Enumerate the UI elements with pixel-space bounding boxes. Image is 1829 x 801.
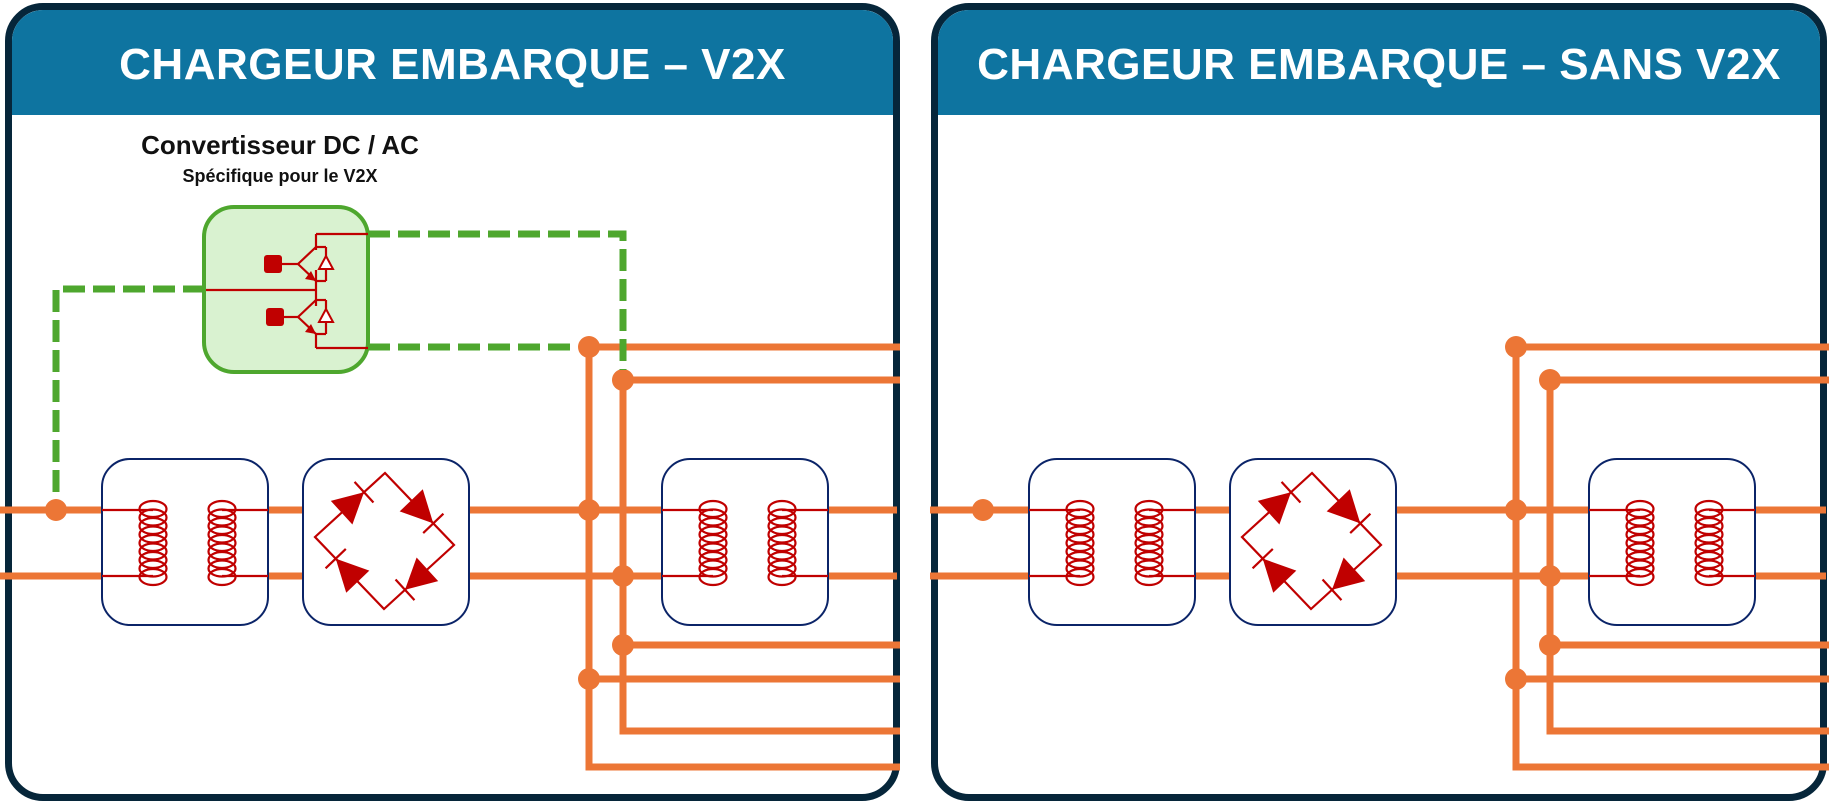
junction-dot — [1539, 565, 1561, 587]
diode-cathode-bar — [1349, 512, 1372, 534]
igbt-emitter-arrow — [305, 324, 316, 334]
bus-line — [585, 347, 900, 771]
converter-subtitle: Spécifique pour le V2X — [182, 166, 378, 186]
transformer-box — [1588, 458, 1756, 626]
diode-triangle — [405, 557, 439, 590]
junction-dot — [1505, 668, 1527, 690]
junction-dot — [1505, 336, 1527, 358]
transformer-icon — [1588, 458, 1756, 626]
igbt-emitter-arrow — [305, 271, 316, 281]
igbt-gate — [264, 255, 282, 273]
secondary-coil-loop — [767, 567, 797, 587]
primary-coil-loop — [1625, 559, 1655, 578]
diode-cathode-bar — [1251, 548, 1274, 570]
diode-triangle — [1257, 492, 1291, 525]
bus-line — [1512, 347, 1829, 771]
igbt-gate — [266, 308, 284, 326]
bridge-box — [1229, 458, 1397, 626]
junction-dot — [45, 499, 67, 521]
bridge-box — [302, 458, 470, 626]
secondary-coil-loop — [1694, 559, 1724, 578]
transformer-box — [1028, 458, 1196, 626]
circuit-with-v2x — [0, 205, 900, 771]
bus-line — [619, 380, 900, 735]
primary-coil-loop — [138, 559, 168, 578]
junction-dot — [1539, 369, 1561, 391]
diode-bridge-icon — [1229, 458, 1397, 626]
panel-without-v2x: CHARGEUR EMBARQUE – SANS V2X — [931, 3, 1827, 801]
junction-dot — [612, 369, 634, 391]
secondary-coil-loop — [1134, 559, 1164, 578]
bus-line — [1546, 380, 1829, 735]
junction-dot — [612, 634, 634, 656]
freewheel-diode — [317, 253, 335, 270]
primary-coil-loop — [1065, 567, 1095, 587]
junction-dot — [578, 336, 600, 358]
panel-with-v2x: CHARGEUR EMBARQUE – V2X — [5, 3, 900, 801]
circuit-without-v2x — [930, 336, 1829, 771]
transformer-icon — [1028, 458, 1196, 626]
diode-bridge-icon — [302, 458, 470, 626]
diode-triangle — [1332, 557, 1366, 590]
primary-coil-loop — [1625, 567, 1655, 587]
diode-triangle — [330, 492, 364, 525]
secondary-coil-loop — [1694, 567, 1724, 587]
diode-cathode-bar — [1280, 481, 1302, 504]
secondary-coil-loop — [767, 559, 797, 578]
transformer-box — [101, 458, 269, 626]
junction-dot — [1505, 499, 1527, 521]
igbt-inverter-icon — [202, 205, 370, 374]
igbt-collector — [297, 299, 317, 318]
primary-coil-loop — [698, 559, 728, 578]
junction-dot — [612, 565, 634, 587]
junction-dot — [578, 499, 600, 521]
diode-triangle — [399, 489, 434, 524]
diode-cathode-bar — [422, 512, 445, 534]
diode-triangle — [335, 558, 370, 593]
diode-cathode-bar — [324, 548, 347, 570]
freewheel-diode — [317, 306, 335, 323]
secondary-coil-loop — [207, 567, 237, 587]
panel-title: CHARGEUR EMBARQUE – V2X — [12, 10, 893, 115]
converter-title: Convertisseur DC / AC — [141, 130, 419, 160]
secondary-coil-loop — [207, 559, 237, 578]
igbt-collector — [297, 246, 317, 265]
diode-cathode-bar — [353, 481, 375, 504]
v2x-link-dashed — [368, 230, 627, 370]
primary-coil-loop — [1065, 559, 1095, 578]
transformer-icon — [661, 458, 829, 626]
transformer-box — [661, 458, 829, 626]
panel-title: CHARGEUR EMBARQUE – SANS V2X — [938, 10, 1820, 115]
diode-cathode-bar — [394, 578, 416, 601]
junction-dot — [1539, 634, 1561, 656]
junction-dot — [972, 499, 994, 521]
junction-dot — [578, 668, 600, 690]
diode-cathode-bar — [1321, 578, 1343, 601]
transformer-icon — [101, 458, 269, 626]
primary-coil-loop — [138, 567, 168, 587]
v2x-link-dashed — [52, 285, 205, 498]
secondary-coil-loop — [1134, 567, 1164, 587]
diode-triangle — [1326, 489, 1361, 524]
diode-triangle — [1262, 558, 1297, 593]
primary-coil-loop — [698, 567, 728, 587]
